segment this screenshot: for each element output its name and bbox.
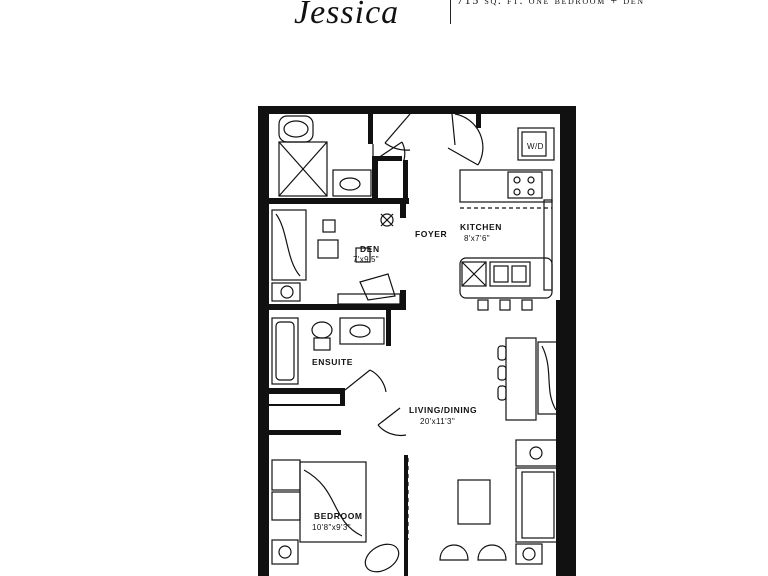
plan-title-script: Jessica bbox=[294, 0, 400, 31]
room-label-living-dining: LIVING/DINING bbox=[409, 405, 477, 415]
ensuite-fixtures bbox=[271, 317, 385, 385]
doors bbox=[344, 113, 484, 437]
room-dims-kitchen: 8'x7'6" bbox=[464, 234, 490, 243]
room-dims-den: 7'x9'5" bbox=[353, 255, 379, 264]
exterior-walls bbox=[258, 106, 576, 576]
washer-dryer-label: W/D bbox=[527, 142, 544, 151]
living-dining-furniture bbox=[407, 337, 559, 565]
top-bathroom-fixtures bbox=[278, 115, 372, 197]
plan-subtitle: 715 sq. ft. one bedroom + den bbox=[457, 0, 645, 7]
den-furniture bbox=[271, 209, 401, 305]
room-label-foyer: FOYER bbox=[415, 229, 447, 239]
room-label-ensuite: ENSUITE bbox=[312, 357, 353, 367]
room-labels: FOYER KITCHEN 8'x7'6" DEN 7'x9'5" ENSUIT… bbox=[312, 142, 544, 532]
room-dims-bedroom: 10'8"x9'3" bbox=[312, 523, 351, 532]
bedroom-furniture bbox=[271, 459, 400, 573]
room-label-den: DEN bbox=[360, 244, 380, 254]
room-label-kitchen: KITCHEN bbox=[460, 222, 502, 232]
kitchen-fixtures bbox=[459, 127, 555, 311]
room-dims-living-dining: 20'x11'3" bbox=[420, 417, 455, 426]
header-divider bbox=[450, 0, 451, 24]
room-label-bedroom: BEDROOM bbox=[314, 511, 363, 521]
interior-walls bbox=[269, 114, 481, 576]
